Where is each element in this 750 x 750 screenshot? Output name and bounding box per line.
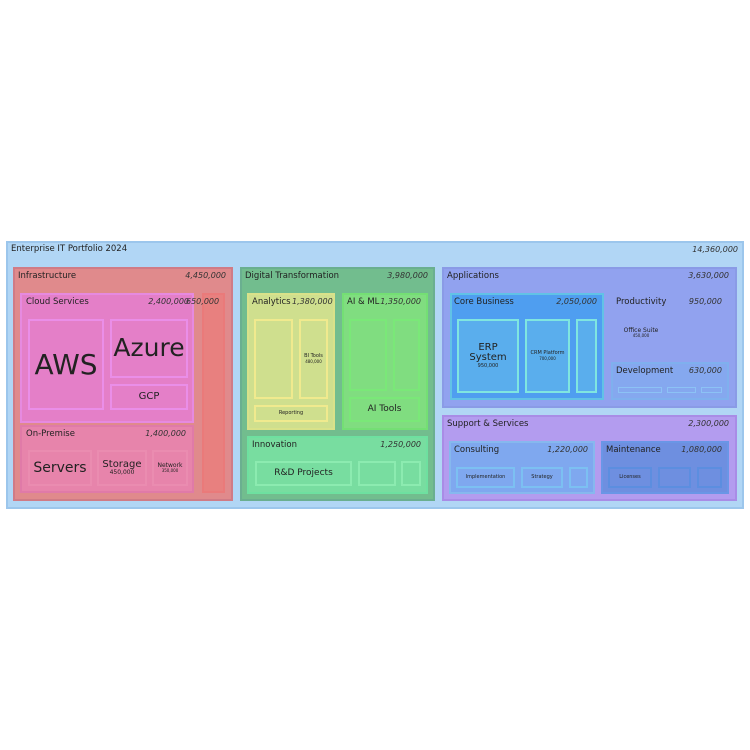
maintenance-value: 1,080,000 [681,445,722,454]
ai-tools-node[interactable]: AI Tools [349,397,420,422]
network-label: Network [157,461,183,469]
bi-tools-label: BI Tools [304,353,323,360]
reporting-label: Reporting [278,409,304,416]
azure-label: Azure [113,333,185,363]
reporting-node[interactable]: Reporting [254,405,328,422]
consulting-label: Consulting [454,445,500,455]
aws-node[interactable]: AWS [28,319,104,410]
other-infrastructure-node[interactable] [202,293,225,493]
storage-label: Storage [102,458,142,470]
strategy-label: Strategy [531,473,553,480]
erp-system-value: 950,000 [477,362,499,369]
development-label: Development [616,366,674,376]
digital-transformation-label: Digital Transformation [245,271,340,281]
development-item-node[interactable] [701,387,722,393]
implementation-label: Implementation [465,473,506,480]
cloud-services-value: 2,400,000 [148,297,189,306]
consulting-item-node[interactable] [569,467,588,488]
innovation-item-node[interactable] [358,461,396,486]
office-suite-label: Office Suite [623,327,659,334]
ai-ml-label: AI & ML [347,297,380,307]
licenses-label: Licenses [619,473,641,480]
development-item-node[interactable] [618,387,662,393]
root-title: Enterprise IT Portfolio 2024 [11,244,128,254]
servers-node[interactable]: Servers [28,450,92,486]
ai-ml-item-node[interactable] [349,319,387,391]
development-value: 630,000 [688,366,722,375]
innovation-label: Innovation [252,440,298,450]
aws-label: AWS [34,347,98,381]
productivity-value: 950,000 [688,297,722,306]
implementation-node[interactable]: Implementation [456,467,515,488]
bi-tools-value: 480,000 [305,358,322,364]
digital-transformation-value: 3,980,000 [387,271,428,280]
innovation-value: 1,250,000 [380,440,421,449]
servers-label: Servers [33,459,87,476]
on-premise-value: 1,400,000 [145,429,186,438]
applications-label: Applications [447,271,499,281]
rd-projects-label: R&D Projects [274,467,333,478]
strategy-node[interactable]: Strategy [521,467,563,488]
infrastructure-label: Infrastructure [18,271,77,281]
maintenance-item-node[interactable] [697,467,722,488]
ai-ml-item-node[interactable] [393,319,420,391]
consulting-value: 1,220,000 [547,445,588,454]
on-premise-label: On-Premise [26,429,75,439]
erp-system-label: ERP System [469,341,507,364]
innovation-item-node[interactable] [401,461,421,486]
crm-platform-value: 700,000 [539,355,556,361]
analytics-item-node[interactable] [254,319,293,399]
core-business-item-node[interactable] [576,319,597,393]
core-business-value: 2,050,000 [556,297,597,306]
root-value: 14,360,000 [692,245,738,254]
applications-value: 3,630,000 [688,271,729,280]
crm-platform-label: CRM Platform [530,350,565,357]
ai-ml-value: 1,350,000 [380,297,421,306]
support-services-value: 2,300,000 [688,419,729,428]
storage-value: 450,000 [109,469,135,477]
rd-projects-node[interactable]: R&D Projects [255,461,352,486]
development-item-node[interactable] [667,387,696,393]
azure-node[interactable]: Azure [110,319,188,378]
productivity-label: Productivity [616,297,667,307]
gcp-label: GCP [138,390,160,402]
gcp-node[interactable]: GCP [110,384,188,410]
maintenance-item-node[interactable] [658,467,691,488]
other-infrastructure-value: 650,000 [186,297,220,306]
core-business-label: Core Business [454,297,514,307]
cloud-services-label: Cloud Services [26,297,89,307]
analytics-label: Analytics [252,297,291,307]
licenses-node[interactable]: Licenses [608,467,652,488]
maintenance-label: Maintenance [606,445,661,455]
network-value: 350,000 [161,468,179,474]
analytics-value: 1,380,000 [292,297,333,306]
development-node[interactable] [611,362,729,400]
ai-tools-label: AI Tools [367,403,402,414]
support-services-label: Support & Services [447,419,529,429]
infrastructure-value: 4,450,000 [185,271,226,280]
office-suite-value: 450,000 [632,333,650,339]
